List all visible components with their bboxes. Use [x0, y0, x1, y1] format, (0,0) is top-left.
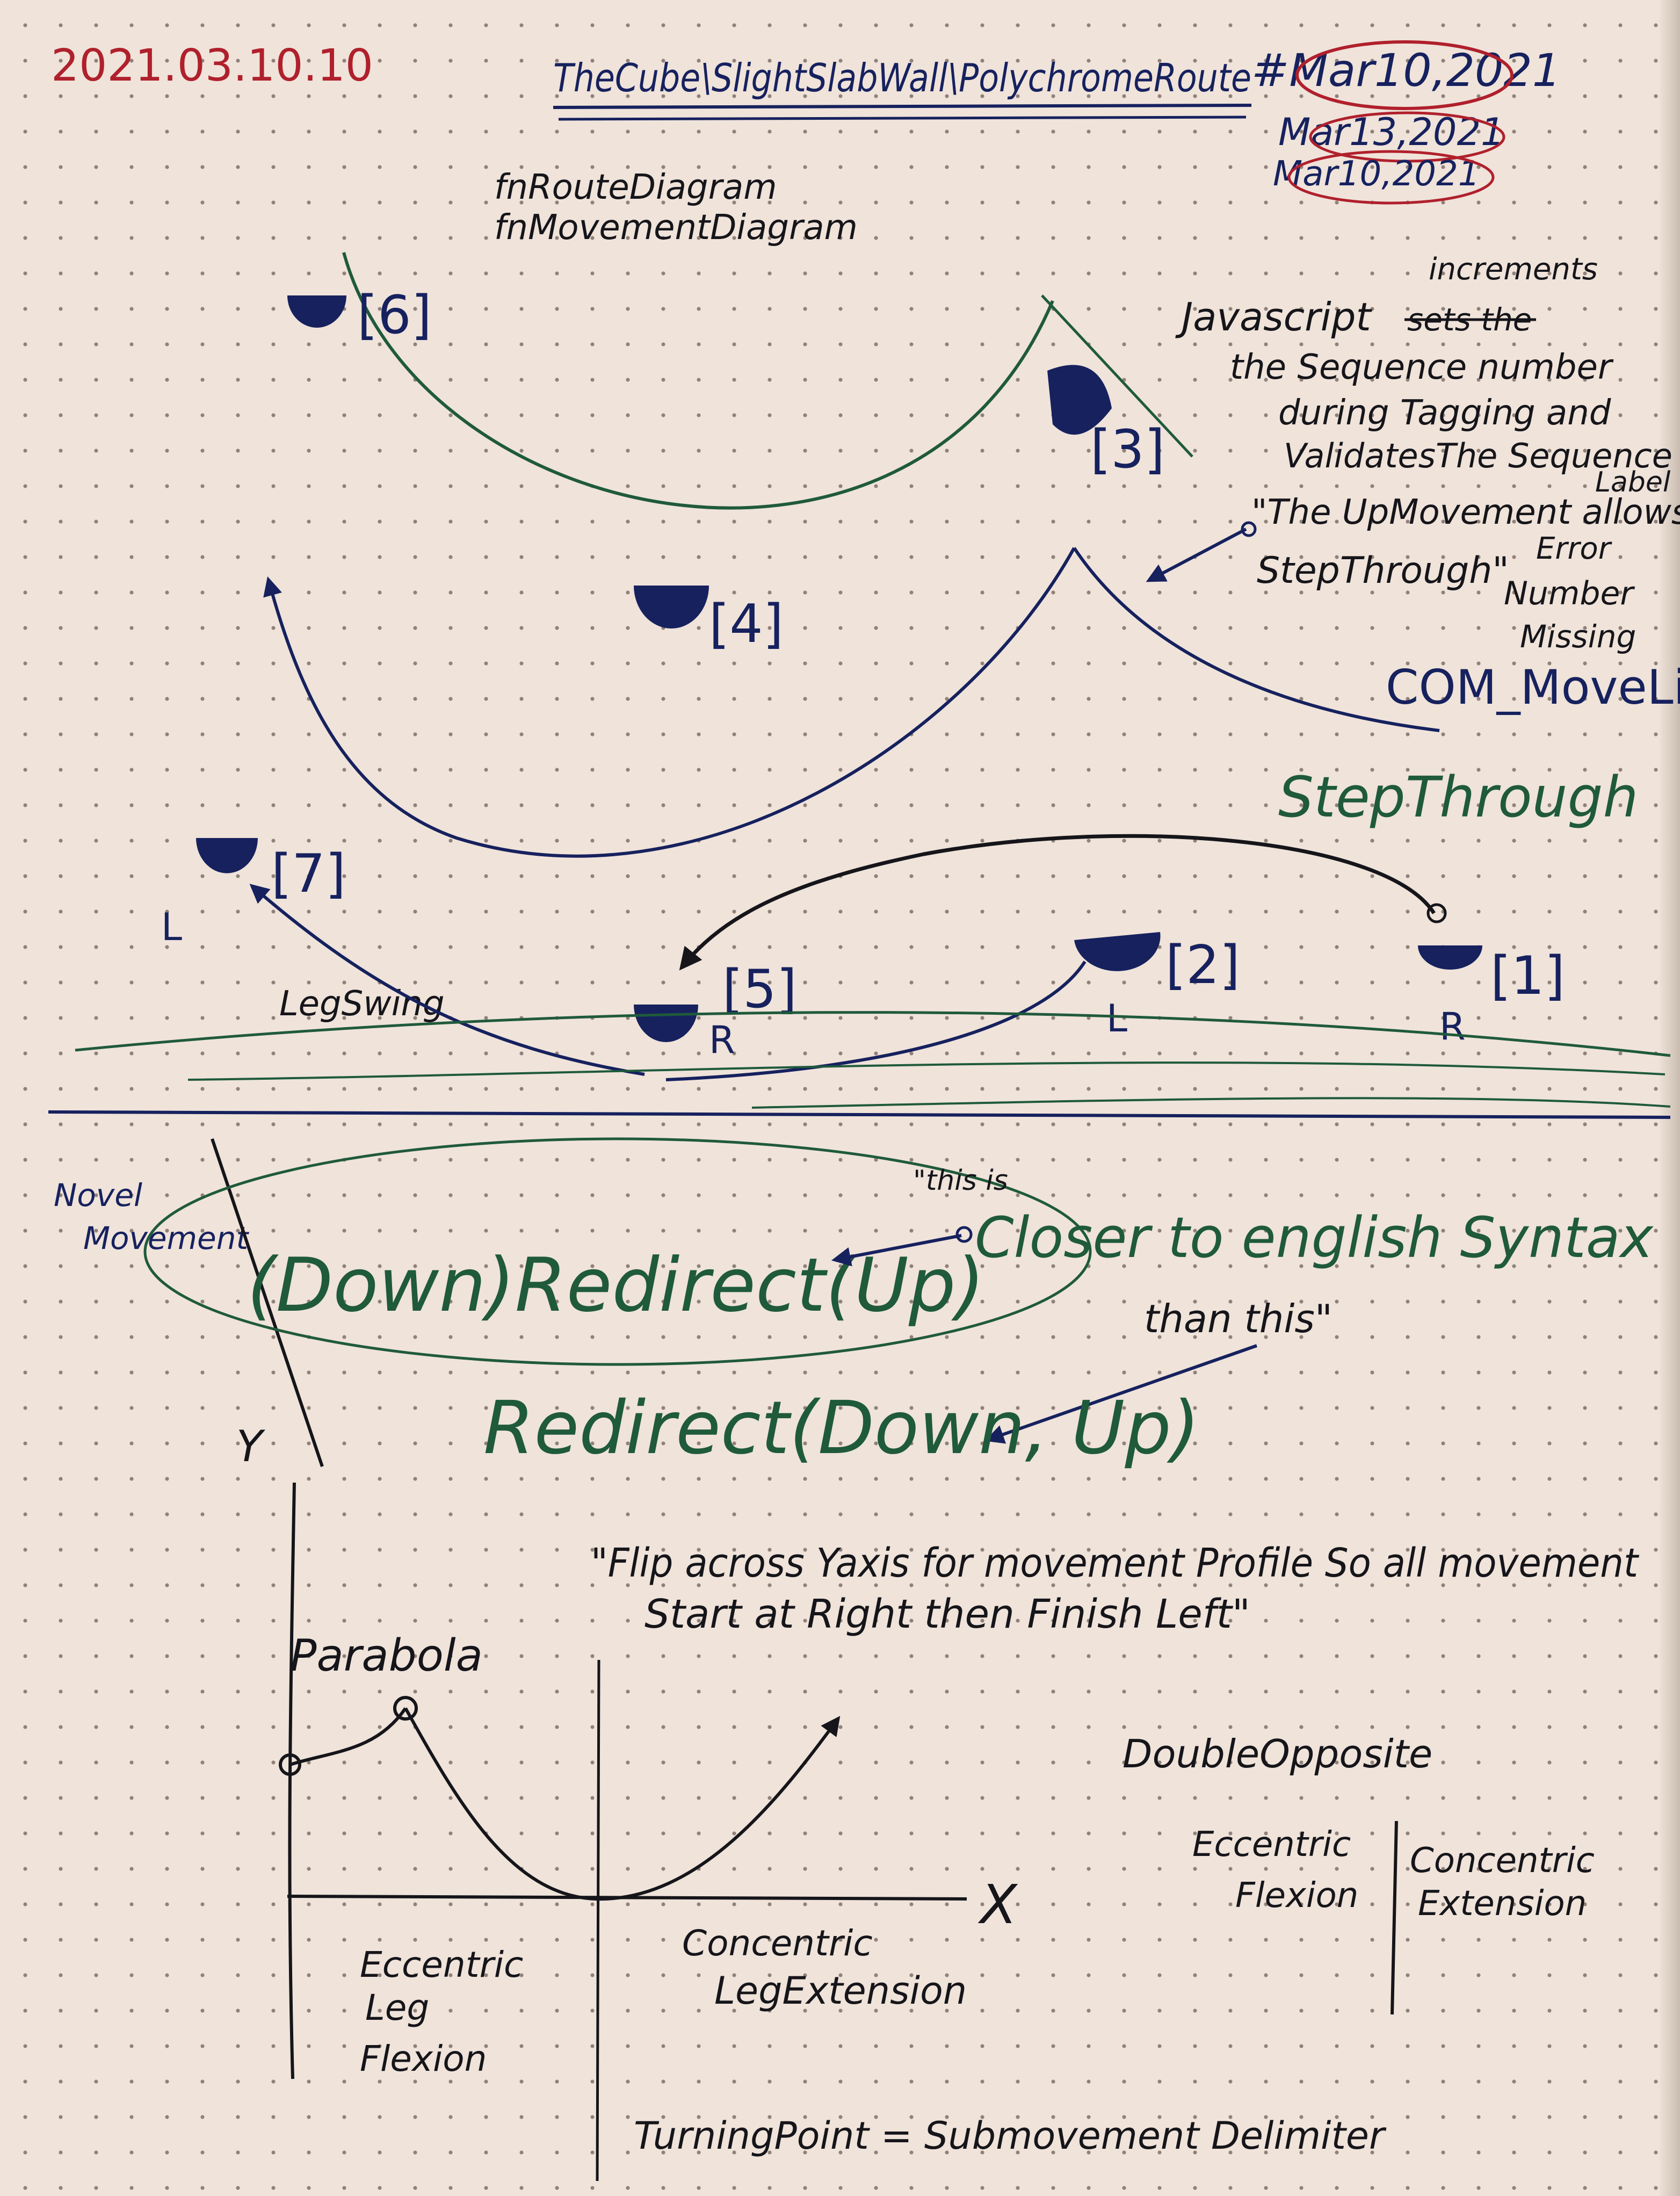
date-circle-1 [1295, 40, 1514, 110]
movement-diagram-label: fnMovementDiagram [494, 208, 858, 248]
divider-line [48, 1110, 1671, 1119]
parabola-lead [289, 1707, 407, 1766]
double-left-2: Flexion [1235, 1876, 1358, 1916]
concentric-1: Concentric [682, 1923, 873, 1964]
date-code: 2021.03.10.10 [51, 40, 373, 91]
js-insert: increments [1429, 252, 1598, 287]
error-line-1: Error [1536, 531, 1612, 566]
expression-novel: (Down)Redirect(Up) [247, 1242, 984, 1328]
this-is-origin [955, 1226, 973, 1243]
hold-label: [6] [357, 285, 432, 346]
expression-circle [143, 1137, 1092, 1366]
hold-6: [6] [287, 285, 432, 346]
double-right-1: Concentric [1410, 1841, 1595, 1881]
than-label: than this" [1144, 1296, 1333, 1341]
hold-label: [4] [709, 594, 784, 655]
error-line-2: Number [1504, 575, 1635, 612]
hold-1: [1] R [1418, 945, 1565, 1049]
than-pointer [984, 1344, 1257, 1444]
double-opposite-title: DoubleOpposite [1123, 1731, 1432, 1776]
js-label: Label [1595, 466, 1671, 499]
blue-movement-arc [263, 547, 1076, 858]
quote-step: StepThrough" [1257, 550, 1509, 592]
date-circle-2 [1309, 111, 1505, 163]
pointer-origin [1241, 521, 1257, 537]
concentric-2: LegExtension [714, 1969, 967, 2013]
step-through-pointer [1146, 528, 1247, 582]
title-underline [553, 104, 1252, 109]
com-moveline: COM_MoveLine [1386, 660, 1680, 715]
hold-label: [7] [271, 843, 346, 905]
double-divider [1391, 1821, 1398, 2015]
leg-swing-label: LegSwing [279, 984, 445, 1024]
eccentric-2: Leg [365, 1987, 429, 2028]
hold-side: L [1106, 996, 1127, 1041]
novel-slash [211, 1138, 324, 1467]
hold-7: [7] L [161, 838, 346, 949]
this-is-pointer [831, 1234, 962, 1267]
leg-swing-arrow [249, 884, 645, 1076]
hold-5: [5] R [634, 959, 797, 1062]
novel-label-2: Movement [83, 1220, 249, 1256]
hold-label: [1] [1490, 945, 1565, 1007]
green-ground-line-2 [187, 1061, 1665, 1081]
js-line-1: Javascript [1175, 294, 1372, 339]
step-through-label: StepThrough [1278, 764, 1638, 830]
divider-line-2 [751, 1097, 1671, 1109]
parabola-label: Parabola [290, 1630, 483, 1681]
date-circle-3 [1287, 150, 1495, 205]
js-line-2: the Sequence number [1230, 348, 1614, 387]
green-route-arc [342, 252, 1054, 510]
parabola-start [279, 1753, 301, 1776]
eccentric-3: Flexion [360, 2038, 487, 2079]
closer-label: Closer to english Syntax [975, 1205, 1654, 1270]
green-ground-line [75, 1011, 1671, 1057]
y-axis [288, 1482, 296, 2079]
hold-side: L [161, 905, 182, 949]
page-title: TheCube\SlightSlabWall\PolychromeRoute [553, 55, 1251, 100]
error-line-3: Missing [1520, 618, 1636, 655]
flip-line-1: "Flip across Yaxis for movement Profile … [591, 1540, 1640, 1586]
return-arrow [679, 834, 1436, 971]
route-diagram-label: fnRouteDiagram [494, 168, 777, 207]
expression-redirect: Redirect(Down, Up) [483, 1386, 1200, 1471]
novel-label-1: Novel [54, 1177, 142, 1213]
green-route-peak [1041, 294, 1193, 458]
hold-4: [4] [634, 586, 784, 655]
hold-label: [3] [1090, 419, 1165, 480]
x-axis-label: X [977, 1873, 1018, 1936]
js-line-3: during Tagging and [1278, 393, 1611, 433]
turning-point-note: TurningPoint = Submovement Delimiter [634, 2114, 1387, 2158]
double-right-2: Extension [1418, 1884, 1587, 1924]
js-line-4: ValidatesThe Sequence [1284, 436, 1672, 475]
blue-movement-tail [1073, 547, 1440, 732]
page-edge-shadow [1659, 0, 1680, 2196]
hold-2: [2] L [1074, 932, 1240, 1041]
hold2-connector [665, 960, 1087, 1081]
hold-3: [3] [1047, 365, 1165, 480]
flip-line-2: Start at Right then Finish Left" [645, 1591, 1250, 1637]
double-left-1: Eccentric [1192, 1825, 1351, 1865]
hold-side: R [709, 1018, 735, 1062]
quote-up: "The UpMovement allows [1251, 493, 1680, 532]
hold-side: R [1439, 1005, 1466, 1049]
eccentric-1: Eccentric [360, 1944, 523, 1985]
return-origin [1426, 903, 1447, 923]
parabola-curve [404, 1707, 841, 1901]
mid-axis [596, 1659, 600, 2181]
y-axis-label: Y [236, 1421, 266, 1471]
turning-point [393, 1696, 418, 1721]
date-secondary-2: Mar10,2021 [1273, 154, 1480, 194]
title-underline-2 [558, 115, 1247, 121]
hold-label: [2] [1165, 935, 1240, 996]
this-is-label: "this is [913, 1165, 1008, 1197]
hold-label: [5] [722, 959, 797, 1020]
